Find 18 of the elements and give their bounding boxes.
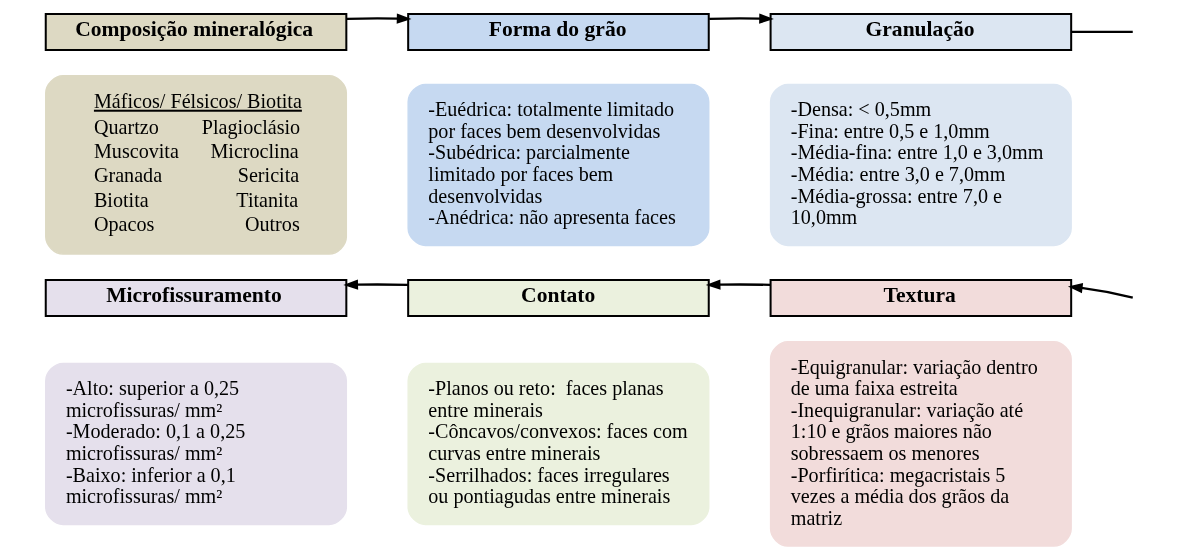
node-box: Contato	[407, 279, 710, 317]
arrow	[343, 279, 409, 290]
node-box: Composição mineralógica	[44, 12, 348, 51]
arrow	[709, 13, 774, 24]
node-box: Textura	[769, 279, 1073, 317]
arrow	[705, 279, 771, 290]
connector	[1071, 30, 1133, 34]
node-box: -Euédrica: totalmente limitado por faces bem desenvolvidas -Subédrica: parcialmente limitado por faces bem desenvolvidas -Anédrica: não apresenta faces	[407, 83, 710, 247]
node-box: Granulação	[769, 12, 1073, 51]
node-box: -Planos ou reto: faces planas entre minerais -Côncavos/convexos: faces com curvas entre minerais -Serrilhados: faces irregulares ou pontiagudas entre minerais	[407, 362, 710, 526]
node-box: Forma do grão	[407, 12, 710, 51]
arrow	[1067, 283, 1134, 299]
arrow	[346, 13, 412, 24]
node-box: Microfissuramento	[44, 279, 348, 317]
node-box: -Equigranular: variação dentro de uma faixa estreita -Inequigranular: variação até 1:10 e grãos maiores não sobressaem os menores -Porfirítica: megacristais 5 vezes a média dos grãos da matriz	[769, 341, 1072, 547]
node-box: Máficos/ Félsicos/ Biotita Quartzo Plagioclásio Muscovita Microclina Granada Sericita Biotita Titanita Opacos Outros	[45, 75, 348, 255]
node-box: -Densa: < 0,5mm -Fina: entre 0,5 e 1,0mm -Média-fina: entre 1,0 e 3,0mm -Média: entre 3,0 e 7,0mm -Média-grossa: entre 7,0 e 10,0mm	[769, 83, 1072, 247]
node-box: -Alto: superior a 0,25 microfissuras/ mm² -Moderado: 0,1 a 0,25 microfissuras/ mm² -Baixo: inferior a 0,1 microfissuras/ mm²	[45, 362, 348, 526]
